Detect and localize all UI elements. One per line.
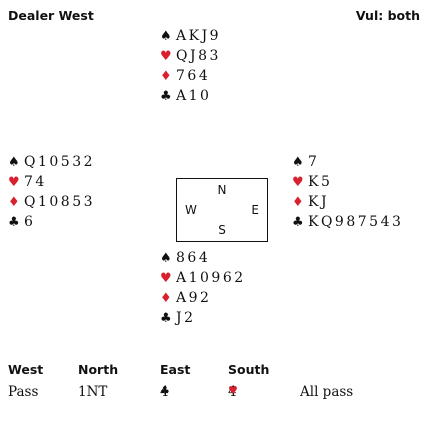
east-hand: ♠7 ♥K5 ♦KJ ♣KQ987543 bbox=[292, 152, 403, 232]
west-clubs-cards: 6 bbox=[24, 214, 36, 230]
diamond-icon: ♦ bbox=[8, 195, 20, 210]
bid-text: All pass bbox=[300, 384, 354, 400]
heart-icon: ♥ bbox=[160, 271, 172, 286]
spade-icon: ♠ bbox=[292, 155, 304, 170]
east-hearts: ♥ K5 bbox=[292, 172, 403, 192]
west-hearts: ♥ 74 bbox=[8, 172, 95, 192]
heart-icon: ♥ bbox=[292, 175, 304, 190]
bidding-header-east: East bbox=[160, 362, 191, 377]
north-diamonds-cards: 764 bbox=[176, 68, 211, 84]
bid-text: 1NT bbox=[78, 384, 108, 400]
compass-west: W bbox=[185, 203, 197, 217]
heart-icon: ♥ bbox=[160, 49, 172, 64]
south-clubs: ♣ J2 bbox=[160, 308, 246, 328]
east-spades: ♠7 bbox=[292, 152, 403, 172]
west-diamonds-cards: Q10853 bbox=[24, 194, 96, 210]
east-spades-cards: 7 bbox=[308, 154, 320, 170]
diamond-icon: ♦ bbox=[160, 291, 172, 306]
compass-box: N W E S bbox=[176, 178, 268, 242]
club-icon: ♣ bbox=[8, 215, 20, 230]
west-hand: ♠Q10532 ♥74 ♦Q10853 ♣6 bbox=[8, 152, 95, 232]
bid-text: 4 bbox=[228, 384, 237, 400]
diamond-icon: ♦ bbox=[160, 69, 172, 84]
dealer-label: Dealer West bbox=[8, 8, 94, 23]
south-spades: ♠ 864 bbox=[160, 248, 246, 268]
club-icon: ♣ bbox=[292, 215, 304, 230]
south-diamonds-cards: A92 bbox=[176, 290, 212, 306]
south-spades-cards: 864 bbox=[176, 250, 211, 266]
south-hand: ♠ 864 ♥ A10962 ♦ A92 ♣ J2 bbox=[160, 248, 246, 328]
bidding-header-north: North bbox=[78, 362, 119, 377]
north-hearts-cards: QJ83 bbox=[176, 48, 221, 64]
compass-east: E bbox=[251, 203, 259, 217]
south-clubs-cards: J2 bbox=[176, 310, 196, 326]
compass-south: S bbox=[218, 223, 226, 237]
west-spades: ♠ Q10532 bbox=[8, 152, 95, 172]
bidding-header-west: West bbox=[8, 362, 44, 377]
spade-icon: ♠ bbox=[160, 29, 172, 44]
club-icon: ♣ bbox=[160, 89, 172, 104]
spade-icon: ♠ bbox=[8, 155, 20, 170]
north-hearts: ♥ QJ83 bbox=[160, 46, 221, 66]
club-icon: ♣ bbox=[160, 384, 170, 397]
heart-icon: ♥ bbox=[228, 384, 238, 397]
north-diamonds: ♦ 764 bbox=[160, 66, 221, 86]
west-spades-cards: Q10532 bbox=[24, 154, 96, 170]
club-icon: ♣ bbox=[160, 311, 172, 326]
north-hand: ♠ AKJ9 ♥ QJ83 ♦ 764 ♣ A10 bbox=[160, 26, 221, 106]
west-clubs: ♣6 bbox=[8, 212, 95, 232]
bidding-header-south: South bbox=[228, 362, 270, 377]
south-diamonds: ♦ A92 bbox=[160, 288, 246, 308]
south-hearts-cards: A10962 bbox=[176, 270, 246, 286]
west-diamonds: ♦ Q10853 bbox=[8, 192, 95, 212]
spade-icon: ♠ bbox=[160, 251, 172, 266]
north-spades-cards: AKJ9 bbox=[176, 28, 222, 44]
east-hearts-cards: K5 bbox=[308, 174, 333, 190]
east-clubs: ♣ KQ987543 bbox=[292, 212, 403, 232]
bidding-header: West North East South bbox=[0, 362, 440, 382]
vulnerability-label: Vul: both bbox=[355, 8, 420, 23]
east-clubs-cards: KQ987543 bbox=[308, 214, 404, 230]
compass-north: N bbox=[217, 183, 227, 197]
diamond-icon: ♦ bbox=[292, 195, 304, 210]
bid-text: Pass bbox=[8, 384, 39, 400]
heart-icon: ♥ bbox=[8, 175, 20, 190]
north-clubs: ♣ A10 bbox=[160, 86, 221, 106]
bid-text: 4 bbox=[160, 384, 169, 400]
north-spades: ♠ AKJ9 bbox=[160, 26, 221, 46]
north-clubs-cards: A10 bbox=[176, 88, 212, 104]
south-hearts: ♥ A10962 bbox=[160, 268, 246, 288]
bidding-row: Pass 1NT 4♣ 4♥ All pass bbox=[0, 384, 440, 404]
east-diamonds-cards: KJ bbox=[308, 194, 330, 210]
west-hearts-cards: 74 bbox=[24, 174, 47, 190]
east-diamonds: ♦ KJ bbox=[292, 192, 403, 212]
